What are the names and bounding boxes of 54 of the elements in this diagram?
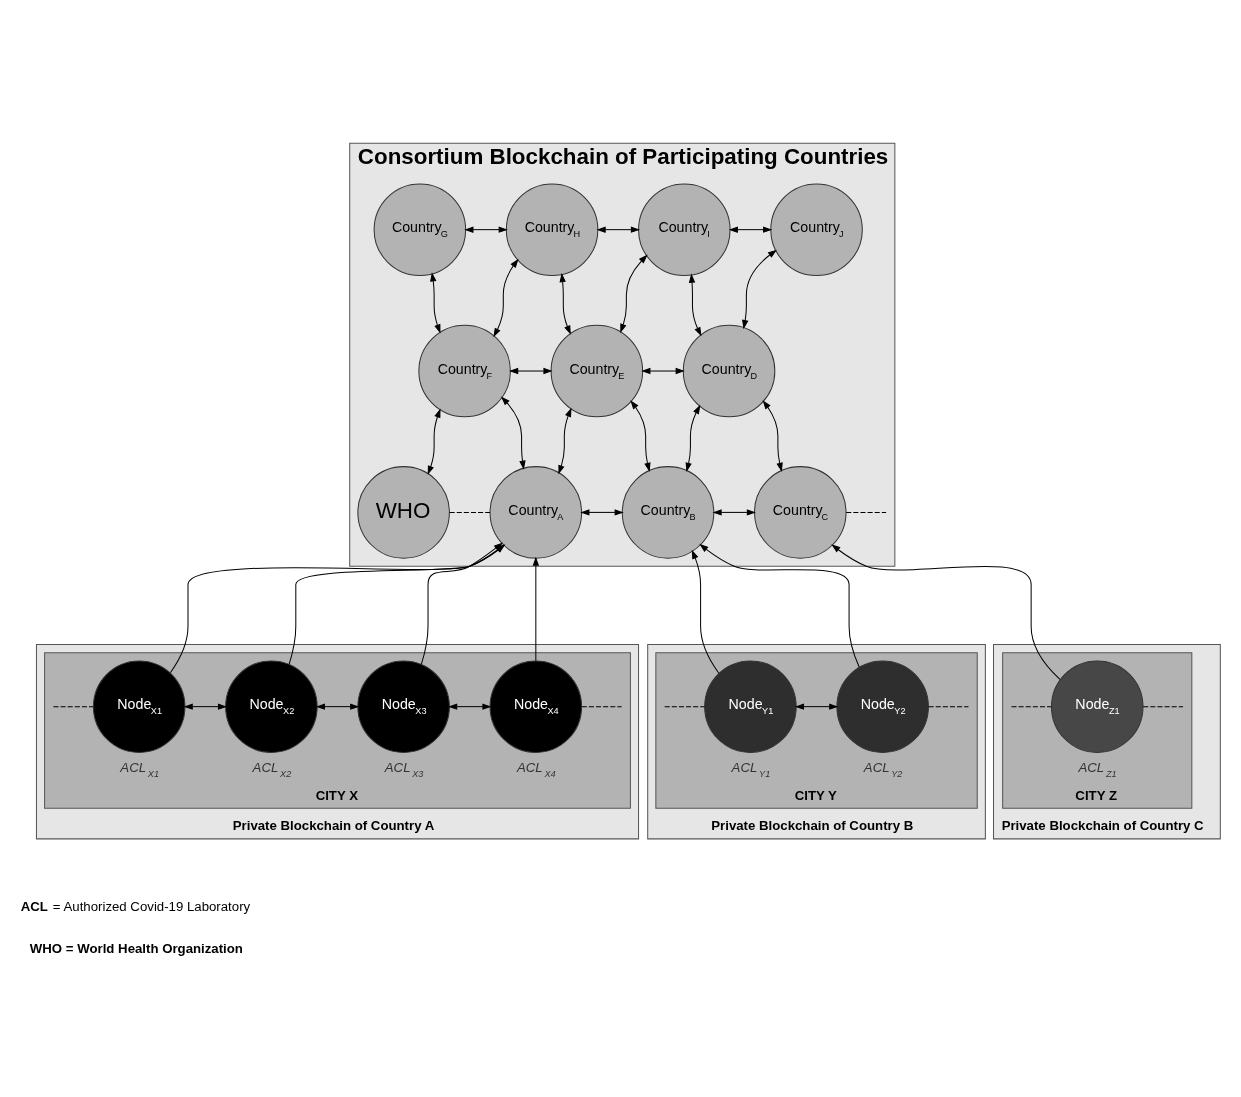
node-label: ACL$_{X2}$ bbox=[252, 760, 292, 780]
connector bbox=[845, 511, 887, 513]
connector bbox=[449, 511, 491, 513]
label: ACL = Authorized Covid-19 Laboratory bbox=[20, 899, 251, 915]
node-label: ACL$_{X3}$ bbox=[384, 760, 424, 780]
connector bbox=[1010, 706, 1052, 708]
arrow bbox=[688, 273, 702, 337]
arrow bbox=[448, 703, 492, 710]
node-circle: Node$_{Z1}$ bbox=[1050, 660, 1144, 753]
node-circle: Node$_{Y2}$ bbox=[836, 660, 929, 753]
node-circle: Node$_{X1}$ bbox=[92, 660, 186, 753]
connector bbox=[664, 706, 706, 708]
arrow bbox=[794, 703, 839, 710]
connector bbox=[928, 706, 969, 708]
arrow bbox=[762, 400, 783, 472]
node-circle: Country$_{C}$ bbox=[754, 466, 847, 559]
arrow bbox=[509, 367, 553, 375]
arrow bbox=[691, 549, 720, 674]
label: WHO = World Health Organization bbox=[29, 941, 243, 957]
arrow bbox=[430, 272, 441, 334]
arrow bbox=[630, 400, 651, 472]
arrow bbox=[712, 509, 756, 516]
node-circle: Country$_{J}$ bbox=[770, 183, 863, 276]
connector bbox=[581, 706, 623, 708]
arrow bbox=[500, 396, 526, 470]
node-circle: Node$_{X3}$ bbox=[357, 660, 450, 753]
node-circle: Node$_{X2}$ bbox=[225, 660, 318, 753]
node-circle: Node$_{X4}$ bbox=[489, 660, 583, 753]
arrow bbox=[728, 226, 773, 233]
connector bbox=[52, 706, 94, 708]
arrow bbox=[183, 703, 228, 710]
arrow bbox=[641, 367, 685, 375]
arrow bbox=[580, 509, 624, 516]
node-label: ACL$_{X1}$ bbox=[120, 760, 160, 780]
node-label: ACL$_{Y2}$ bbox=[863, 760, 903, 780]
arrow bbox=[831, 544, 1061, 680]
node-circle: Node$_{Y1}$ bbox=[704, 660, 797, 753]
arrow bbox=[315, 703, 360, 710]
arrow bbox=[596, 226, 641, 233]
node-label: ACL$_{Y1}$ bbox=[731, 760, 771, 780]
arrow bbox=[493, 258, 519, 338]
arrow bbox=[464, 226, 508, 233]
arrow bbox=[685, 404, 701, 472]
arrow bbox=[620, 254, 648, 334]
connector bbox=[1142, 706, 1184, 708]
arrow bbox=[558, 407, 572, 475]
node-label: ACL$_{Z1}$ bbox=[1078, 760, 1117, 780]
arrow bbox=[559, 273, 571, 335]
arrow bbox=[532, 556, 540, 662]
node-circle: Country$_{H}$ bbox=[505, 183, 599, 276]
node-circle: Country$_{G}$ bbox=[373, 183, 467, 276]
node-label: ACL$_{X4}$ bbox=[517, 760, 556, 780]
arrow bbox=[742, 249, 777, 330]
arrow bbox=[427, 408, 441, 475]
